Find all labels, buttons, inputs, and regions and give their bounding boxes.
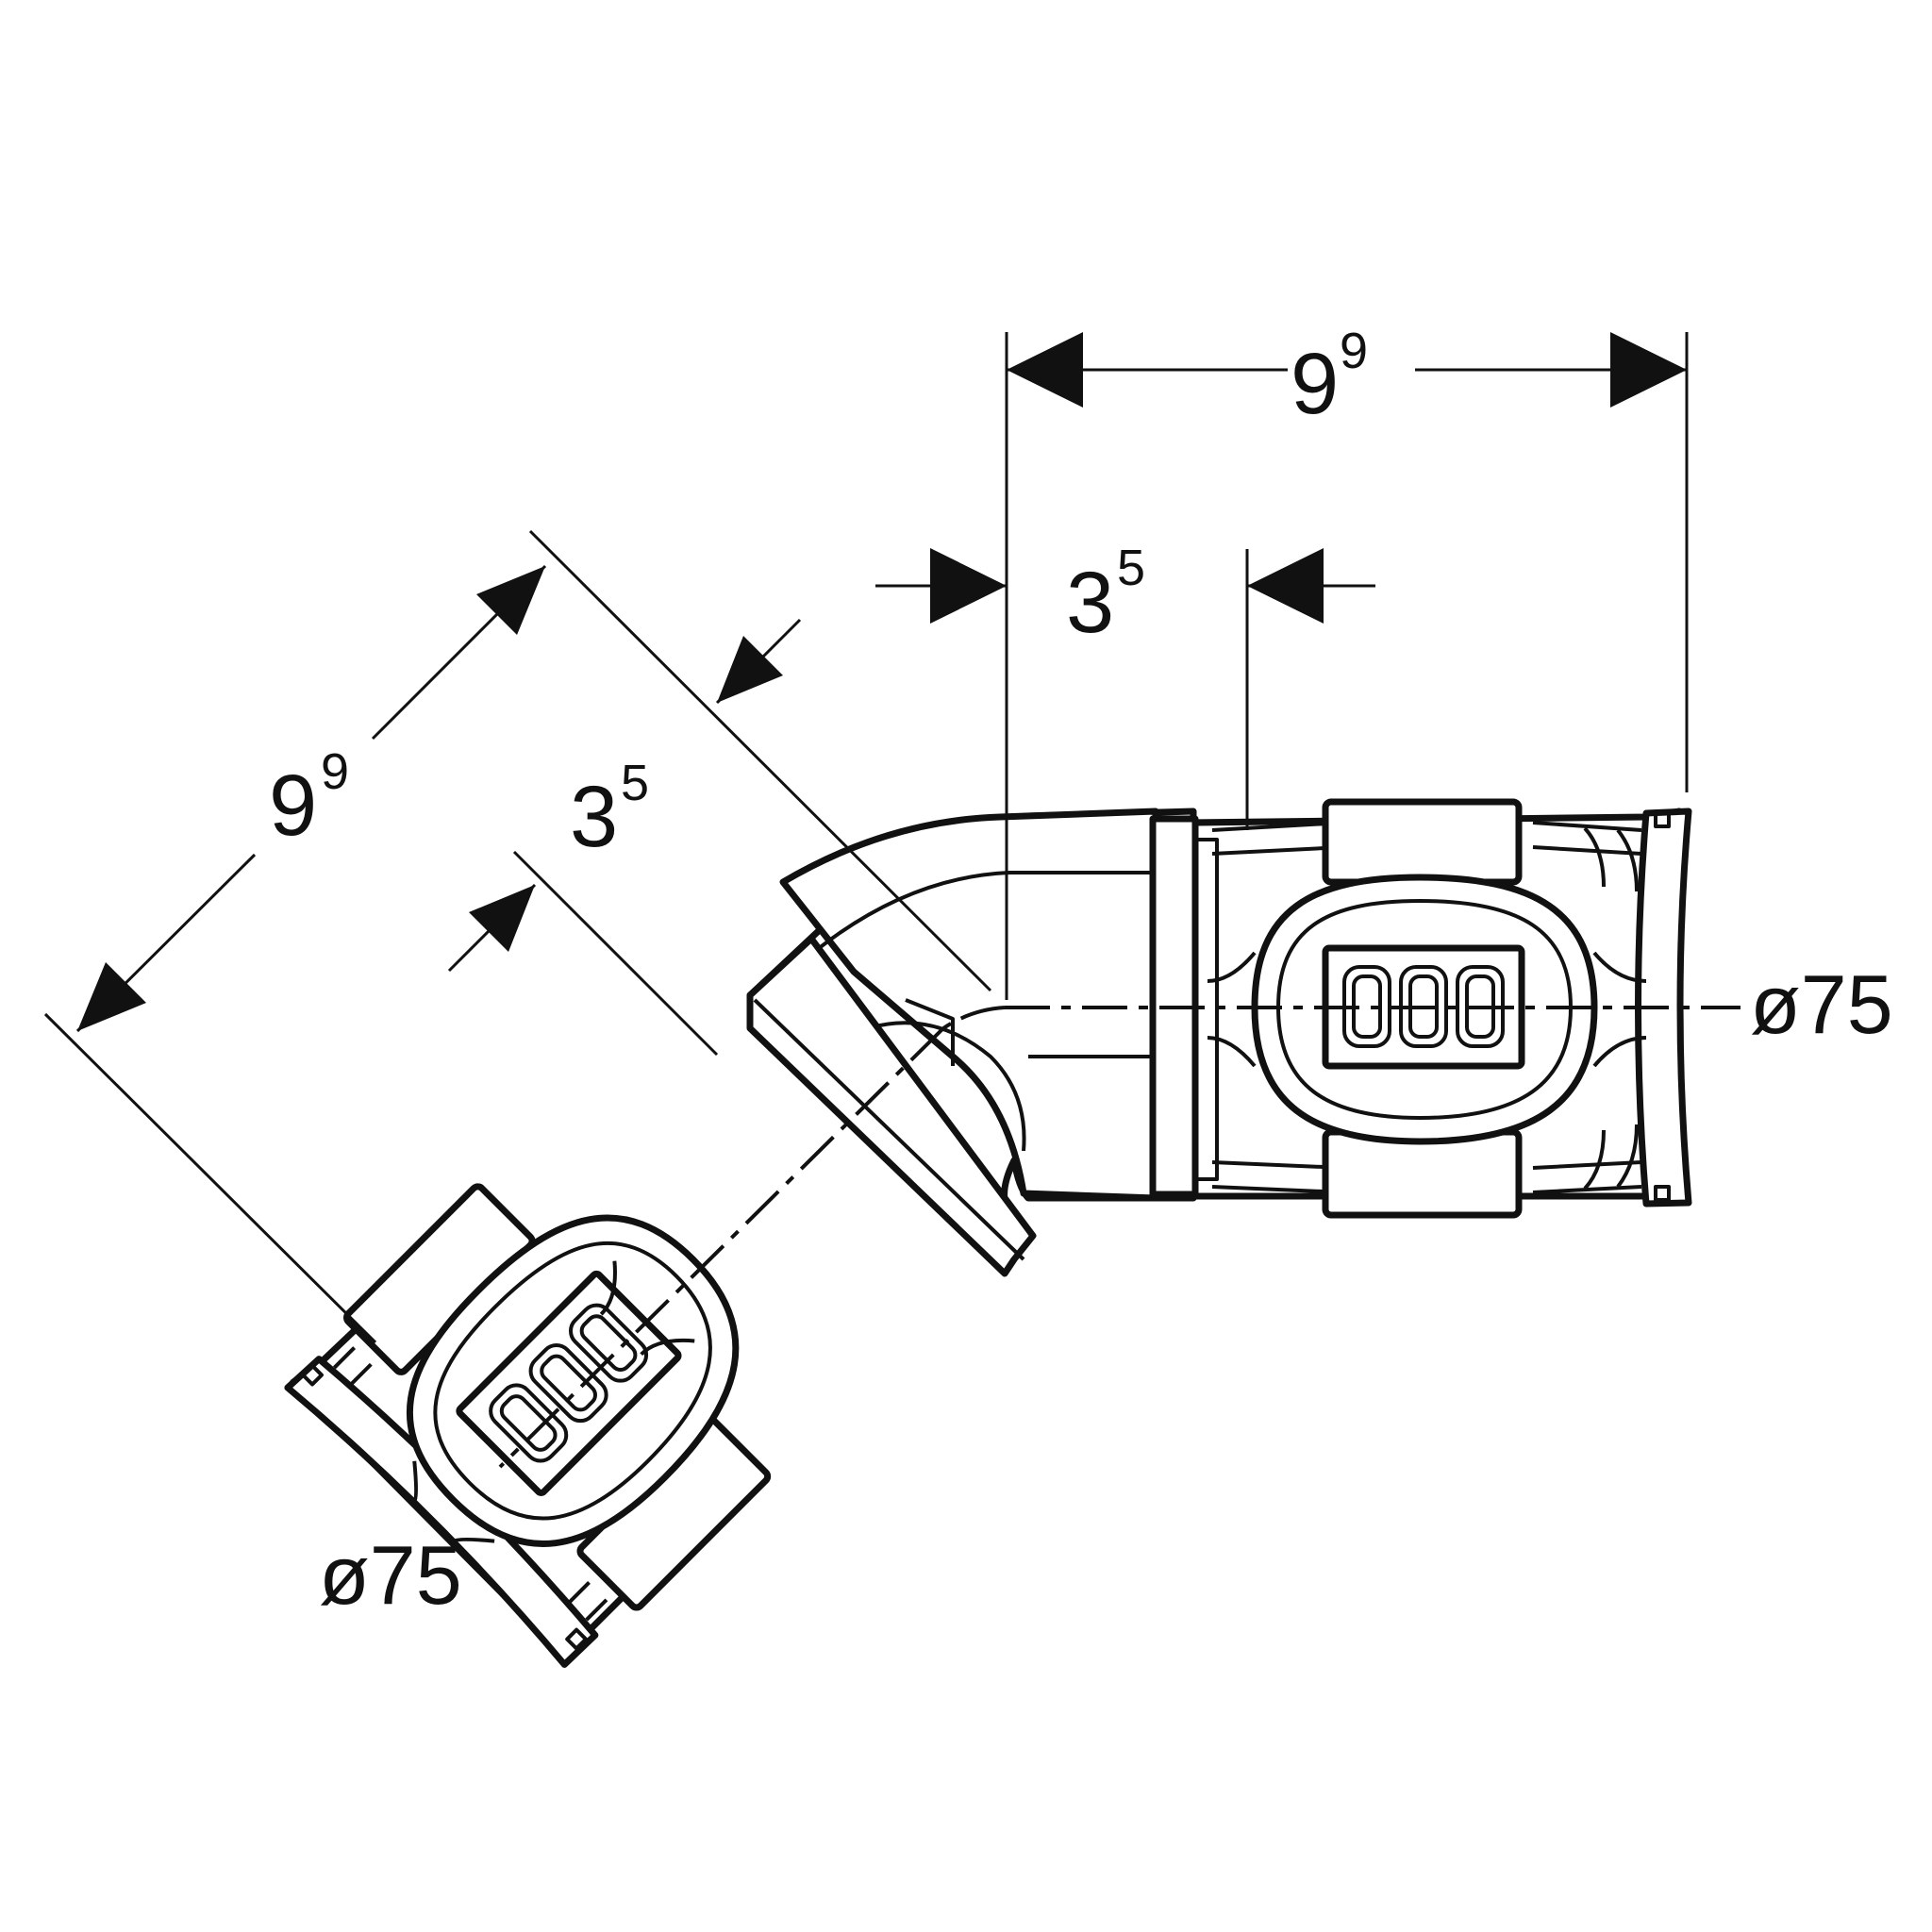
arrow-left-lower [77,962,146,1031]
arrow-left-upper [476,566,545,635]
arrow-top-right [1610,332,1687,408]
label-top-length-base: 9 [1291,336,1339,432]
axis-bend [941,1006,1006,1030]
arrow-top-left [1007,332,1083,408]
dimension-labels: 9 9 3 5 9 9 3 5 ø75 ø75 [269,323,1893,1622]
dimension-top [875,332,1689,1000]
centre-axes [498,1006,1740,1469]
label-top-insertion-sup: 5 [1117,540,1145,596]
arrow-top-insertion-left [930,548,1007,624]
arrow-left-insertion-upper [717,636,783,703]
label-bottom-diameter: ø75 [319,1528,462,1622]
label-left-length-base: 9 [269,758,317,854]
label-top-insertion-base: 3 [1066,555,1114,651]
elbow-body [746,808,1219,1277]
label-left-length-sup: 9 [321,743,349,800]
left-coupling [284,1183,772,1668]
axis-diagonal [498,1026,945,1469]
arrow-top-insertion-right [1247,548,1324,624]
arrow-left-insertion-lower [469,885,535,952]
label-top-length-sup: 9 [1340,323,1368,379]
label-left-insertion-sup: 5 [621,755,649,811]
label-left-insertion-base: 3 [570,769,618,865]
dimension-left [43,529,992,1344]
label-right-diameter: ø75 [1750,958,1893,1051]
